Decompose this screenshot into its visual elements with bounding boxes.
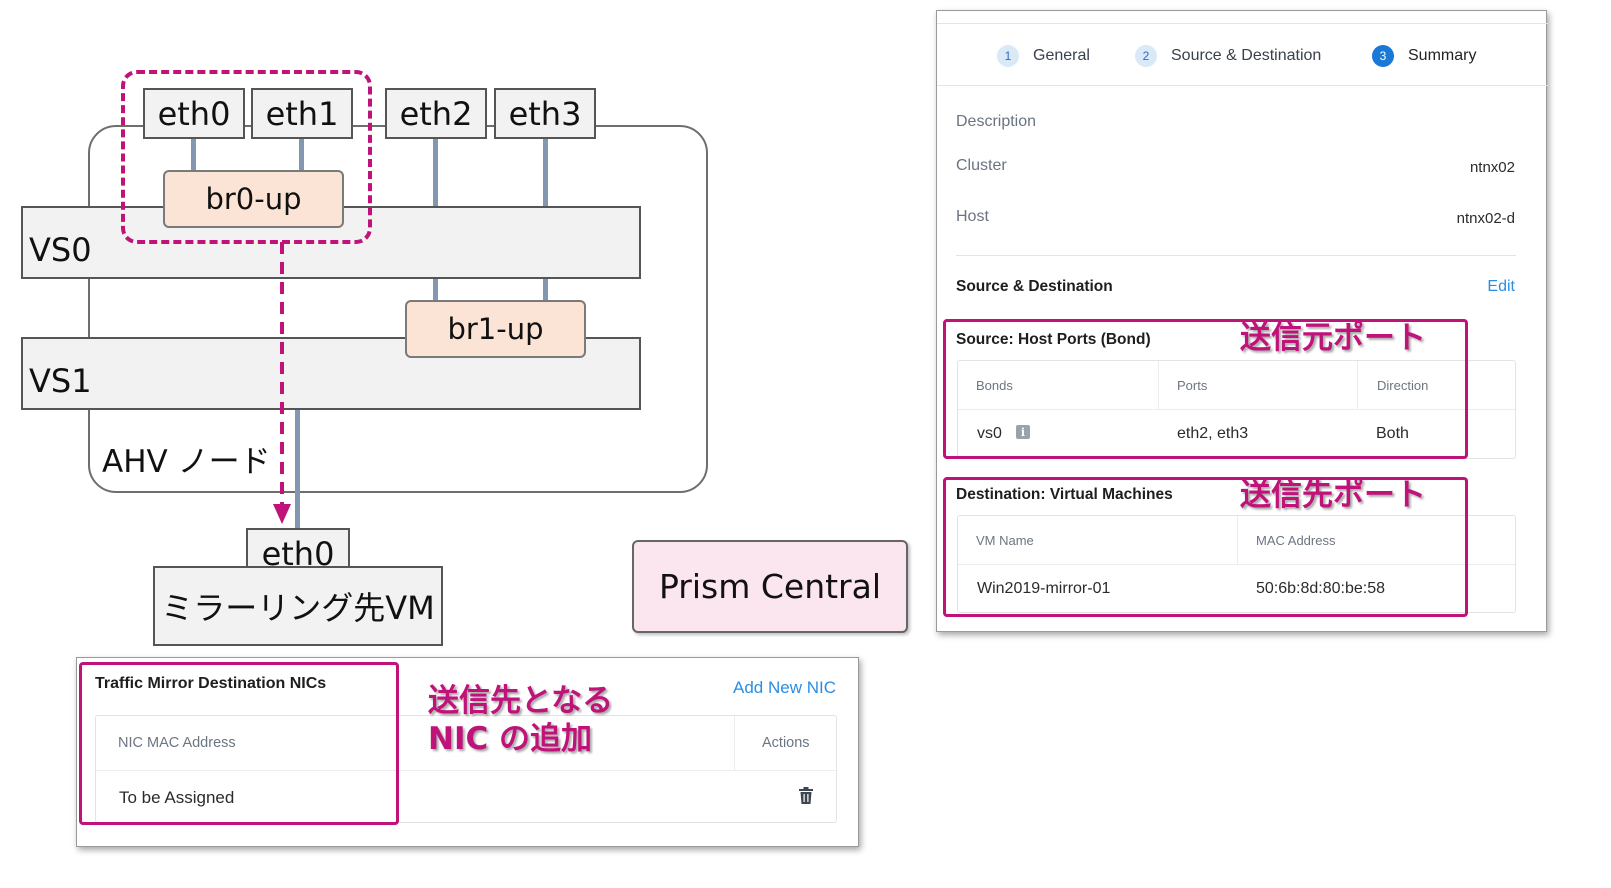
add-new-nic-link[interactable]: Add New NIC	[733, 678, 836, 697]
edit-link[interactable]: Edit	[1487, 278, 1515, 295]
cluster-value: ntnx02	[1469, 159, 1515, 176]
col-header-vm-name: VM Name	[976, 533, 1034, 548]
vm-name: Win2019-mirror-01	[977, 580, 1111, 597]
col-header-mac: MAC Address	[1256, 533, 1336, 548]
host-value: ntnx02-d	[1456, 210, 1515, 227]
info-divider	[956, 255, 1516, 256]
step-source-destination[interactable]: 2 Source & Destination	[1135, 45, 1321, 67]
add-nic-annotation-line2: NIC の追加	[428, 721, 593, 757]
source-highlight	[943, 319, 1468, 459]
step-summary[interactable]: 3 Summary	[1372, 45, 1476, 67]
port-eth1: eth1	[251, 88, 353, 139]
trash-icon[interactable]	[798, 787, 814, 805]
nic-mac-value: To be Assigned	[119, 788, 235, 807]
bond-br1-up: br1-up	[405, 300, 586, 358]
col-header-ports: Ports	[1177, 378, 1208, 393]
nic-panel-title: Traffic Mirror Destination NICs	[95, 675, 327, 692]
source-header-divider	[958, 409, 1517, 410]
dest-port-annotation: 送信先ポート	[1240, 477, 1426, 513]
destination-title: Destination: Virtual Machines	[956, 486, 1173, 503]
steps-divider	[937, 85, 1548, 86]
port-eth3: eth3	[494, 88, 596, 139]
line-eth1-br0	[299, 137, 304, 172]
port-eth2: eth2	[385, 88, 487, 139]
destination-col-divider	[1237, 516, 1238, 564]
add-nic-annotation-line1: 送信先となる	[428, 683, 614, 719]
step-label: Summary	[1408, 47, 1477, 64]
info-icon[interactable]: i	[1016, 425, 1030, 439]
source-col-divider-2	[1357, 361, 1358, 409]
destination-table: VM Name MAC Address Win2019-mirror-01 50…	[957, 515, 1517, 613]
step-label: Source & Destination	[1171, 47, 1322, 64]
bond-name: vs0	[977, 425, 1002, 442]
ahv-node-label: AHV ノード	[102, 444, 271, 480]
vm-mac: 50:6b:8d:80:be:58	[1256, 580, 1386, 597]
mirror-arrow	[273, 242, 291, 524]
nic-header-divider	[96, 770, 838, 771]
step-general[interactable]: 1 General	[997, 45, 1090, 67]
step-label: General	[1033, 47, 1090, 64]
vm-port-eth0: eth0	[246, 528, 350, 579]
port-eth0: eth0	[143, 88, 245, 139]
line-vs1-vm	[295, 408, 300, 530]
line-eth0-br0	[191, 137, 196, 172]
source-title: Source: Host Ports (Bond)	[956, 331, 1151, 348]
bond-direction: Both	[1376, 425, 1409, 442]
col-header-actions: Actions	[762, 735, 810, 751]
source-destination-title: Source & Destination	[956, 278, 1113, 295]
destination-highlight	[943, 477, 1468, 617]
prism-central-box: Prism Central	[632, 540, 908, 633]
destination-header-divider	[958, 564, 1517, 565]
col-header-nic-mac: NIC MAC Address	[118, 735, 236, 751]
source-port-annotation: 送信元ポート	[1240, 320, 1426, 356]
panel-top-divider	[937, 23, 1548, 24]
host-label: Host	[956, 208, 989, 225]
step-number: 3	[1372, 45, 1394, 67]
description-label: Description	[956, 113, 1037, 130]
col-header-bonds: Bonds	[976, 378, 1013, 393]
nic-highlight	[79, 662, 399, 825]
source-row: vs0 i eth2, eth3 Both	[958, 410, 1517, 458]
destination-row: Win2019-mirror-01 50:6b:8d:80:be:58	[958, 565, 1517, 613]
add-nic-annotation: 送信先となる NIC の追加	[428, 682, 613, 758]
nic-table: NIC MAC Address Actions To be Assigned	[95, 715, 838, 823]
bond-ports: eth2, eth3	[1177, 425, 1249, 442]
source-highlight-box	[121, 70, 372, 244]
nic-panel: Traffic Mirror Destination NICs Add New …	[76, 657, 859, 847]
bond-br0-up: br0-up	[163, 170, 344, 228]
nic-col-divider	[734, 716, 735, 770]
cluster-label: Cluster	[956, 157, 1007, 174]
step-number: 1	[997, 45, 1019, 67]
col-header-direction: Direction	[1377, 378, 1429, 393]
step-number: 2	[1135, 45, 1157, 67]
nic-row: To be Assigned	[96, 771, 838, 823]
mirror-target-vm: ミラーリング先VM	[153, 566, 443, 646]
source-col-divider-1	[1158, 361, 1159, 409]
